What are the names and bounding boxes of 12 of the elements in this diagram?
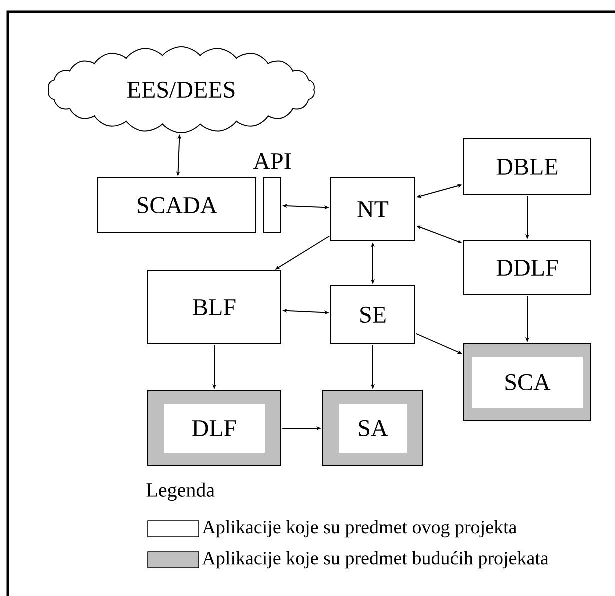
application-box: DDLF	[464, 240, 592, 296]
node-label: API	[253, 153, 291, 170]
legend-text: Aplikacije koje su predmet ovog projekta	[202, 520, 517, 538]
application-box: SCADA	[98, 178, 256, 234]
application-box: SA	[322, 390, 424, 466]
application-box: DBLE	[464, 138, 592, 196]
application-box: DLF	[148, 390, 282, 466]
legend-text: Aplikacije koje su predmet budućih projekata	[202, 551, 549, 569]
application-box: SCA	[464, 343, 592, 422]
application-box: SE	[330, 286, 416, 344]
application-box: NT	[330, 178, 416, 242]
application-box: BLF	[148, 270, 282, 344]
